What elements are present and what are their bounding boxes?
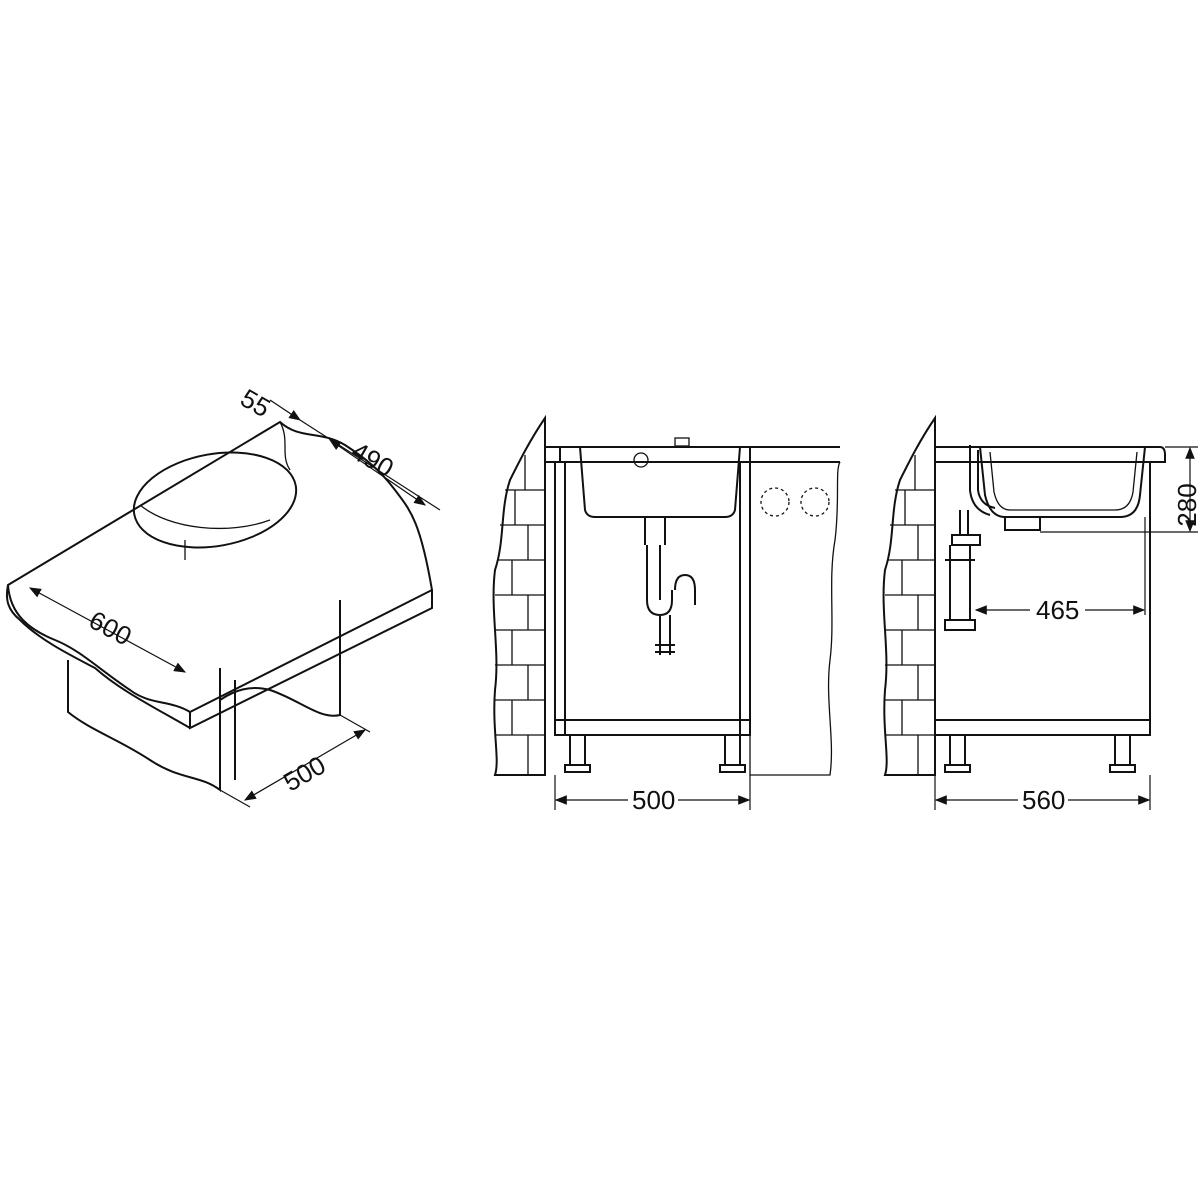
overflow-icon <box>633 452 649 468</box>
isometric-view: 55 490 600 500 <box>5 383 441 808</box>
label-bg <box>1030 595 1085 623</box>
label-bg <box>628 785 678 813</box>
adjacent-panel <box>749 461 841 776</box>
label-bg <box>1018 785 1068 813</box>
sink-bowl <box>579 446 741 518</box>
cutout-line <box>279 421 291 471</box>
bowl-inner <box>989 451 1138 511</box>
countertop <box>935 446 1166 463</box>
dim-line-55 <box>269 399 301 421</box>
dim-line-500 <box>243 729 367 801</box>
side-view: 560 280 465 <box>882 414 1200 815</box>
cabinet <box>554 462 751 736</box>
dim-line-600 <box>28 587 187 673</box>
cabinet <box>934 462 1151 736</box>
dim-label-465: 465 <box>1036 595 1079 625</box>
cutout-inner <box>139 504 271 560</box>
sink-cutout <box>132 451 298 549</box>
cabinet-legs <box>944 735 1136 773</box>
socket-icon <box>760 487 790 517</box>
dim-label-600: 600 <box>84 605 136 652</box>
wall-bricks <box>495 455 545 775</box>
wall <box>882 414 936 776</box>
cabinet-legs <box>564 735 746 773</box>
dim-label-280: 280 <box>1172 483 1200 526</box>
front-view: 500 <box>492 414 841 815</box>
dim-arrow-490 <box>329 439 426 506</box>
tap-hole <box>674 437 690 447</box>
ext-line <box>339 714 371 733</box>
drain-pipe <box>944 445 1041 631</box>
countertop <box>545 446 840 463</box>
drain-trap <box>644 517 696 655</box>
dim-label-490: 490 <box>346 436 399 484</box>
dim-label-560: 560 <box>1022 785 1065 815</box>
wall-bricks <box>885 455 935 775</box>
sink-bowl-side <box>979 446 1146 518</box>
ext-line <box>219 789 251 808</box>
dim-label-500-iso: 500 <box>278 750 331 798</box>
socket-icon <box>800 487 830 517</box>
cabinet-body <box>67 600 341 792</box>
dim-label-55: 55 <box>236 383 276 423</box>
dim-label-500-front: 500 <box>632 785 675 815</box>
wall <box>492 414 546 776</box>
